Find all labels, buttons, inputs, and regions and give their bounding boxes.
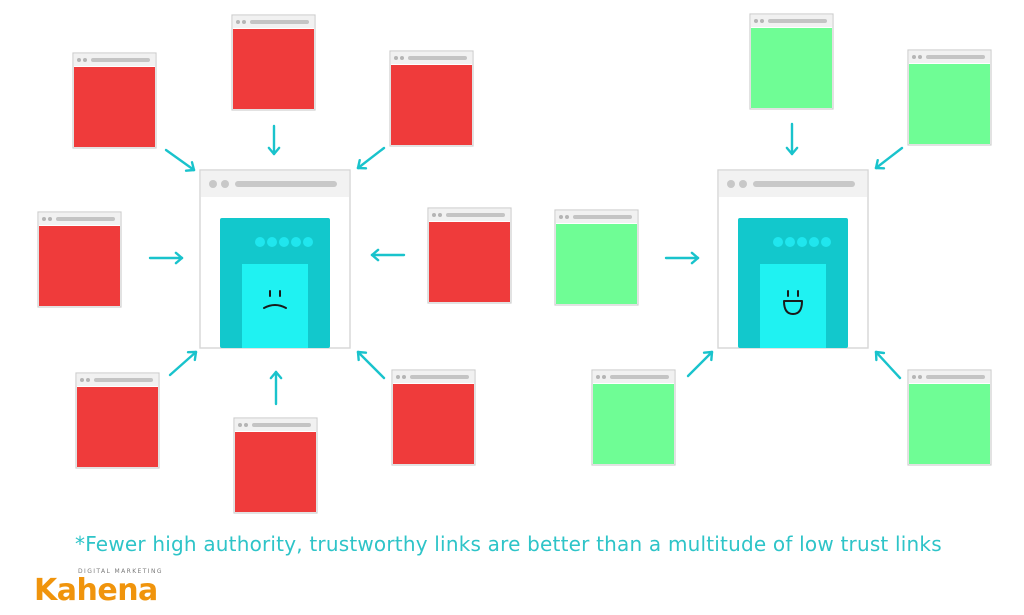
low-trust-source-page (72, 52, 157, 149)
arrow-icon (874, 146, 904, 170)
arrow-icon (267, 124, 281, 156)
caption-text: *Fewer high authority, trustworthy links… (75, 532, 942, 556)
low-trust-source-page (37, 211, 122, 308)
high-trust-source-page (749, 13, 834, 110)
arrow-icon (785, 122, 799, 156)
arrow-icon (686, 350, 714, 378)
low-trust-source-page (231, 14, 316, 111)
low-trust-source-page (391, 369, 476, 466)
high-trust-source-page (554, 209, 639, 306)
low-trust-diagram (37, 14, 512, 514)
arrow-icon (356, 350, 386, 380)
arrow-icon (370, 248, 406, 262)
arrow-icon (164, 148, 196, 172)
target-page-high-trust (717, 169, 869, 349)
kahena-logo: Kahena DIGITAL MARKETING (34, 566, 164, 611)
target-page-low-trust (199, 169, 351, 349)
high-trust-diagram (554, 13, 992, 466)
logo-wordmark: Kahena (34, 573, 158, 608)
arrow-icon (664, 251, 700, 265)
high-trust-source-page (591, 369, 676, 466)
logo-tagline: DIGITAL MARKETING (78, 568, 163, 575)
low-trust-source-page (427, 207, 512, 304)
high-trust-source-page (907, 49, 992, 146)
high-trust-source-page (907, 369, 992, 466)
low-trust-source-page (389, 50, 474, 147)
arrow-icon (874, 350, 902, 380)
arrow-icon (356, 146, 386, 170)
arrow-icon (148, 251, 184, 265)
low-trust-source-page (233, 417, 318, 514)
sad-face-icon (263, 290, 287, 309)
arrow-icon (269, 370, 283, 406)
low-trust-source-page (75, 372, 160, 469)
happy-face-icon (783, 290, 803, 315)
arrow-icon (168, 350, 198, 377)
